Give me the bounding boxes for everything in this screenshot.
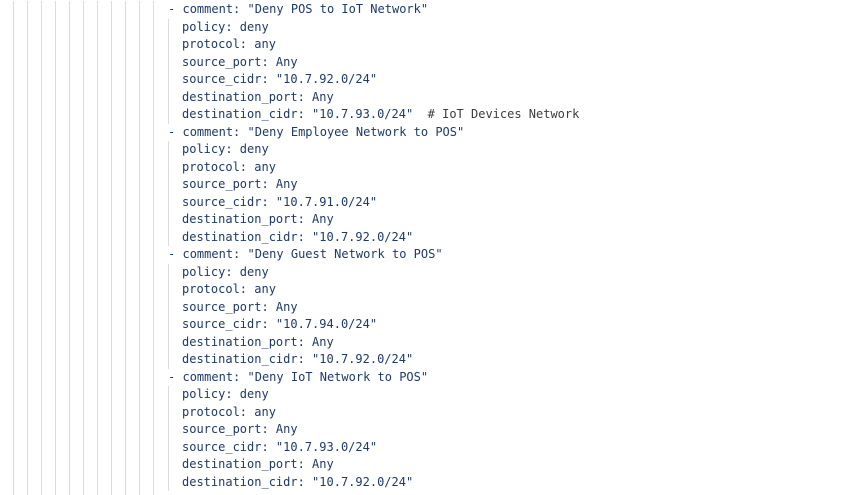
rule-destination-port-line[interactable]: destination_port: Any <box>182 457 334 471</box>
indent-guide <box>13 1 14 495</box>
yaml-comment: # IoT Devices Network <box>427 107 580 121</box>
rule-comment: comment: "Deny Guest Network to POS" <box>182 247 443 261</box>
rule-policy-line[interactable]: policy: deny <box>182 142 269 156</box>
rule-source-port-line[interactable]: source_port: Any <box>182 177 298 191</box>
indent-guide <box>168 263 169 369</box>
rule-policy-line[interactable]: policy: deny <box>182 19 269 34</box>
rule-comment-line[interactable]: - comment: "Deny Guest Network to POS" <box>168 246 443 264</box>
list-marker: - <box>168 369 176 384</box>
indent-guide <box>55 1 56 495</box>
indent-guide <box>153 1 154 495</box>
rule-source-port-line[interactable]: source_port: Any <box>182 299 298 314</box>
indent-guide <box>111 1 112 495</box>
rule-destination-cidr-line[interactable]: destination_cidr: "10.7.92.0/24" <box>182 474 414 489</box>
indent-guide <box>168 386 169 491</box>
indent-guide <box>125 1 126 495</box>
rule-comment: comment: "Deny IoT Network to POS" <box>182 369 429 384</box>
rule-source-cidr-line[interactable]: source_cidr: "10.7.94.0/24" <box>182 317 378 331</box>
rule-source-port-line[interactable]: source_port: Any <box>182 422 298 436</box>
indent-guide <box>69 1 70 495</box>
rule-policy-line[interactable]: policy: deny <box>182 264 269 279</box>
rule-source-cidr-line[interactable]: source_cidr: "10.7.92.0/24" <box>182 72 378 86</box>
list-marker: - <box>168 2 176 16</box>
rule-destination-cidr-line[interactable]: destination_cidr: "10.7.92.0/24" <box>182 229 414 244</box>
rule-source-cidr-line[interactable]: source_cidr: "10.7.91.0/24" <box>182 194 378 209</box>
rule-comment: comment: "Deny Employee Network to POS" <box>182 124 465 139</box>
indent-guide <box>139 1 140 495</box>
rule-protocol-line[interactable]: protocol: any <box>182 159 276 174</box>
rule-comment-line[interactable]: - comment: "Deny IoT Network to POS" <box>168 369 428 387</box>
rule-protocol-line[interactable]: protocol: any <box>182 282 276 296</box>
rule-protocol-line[interactable]: protocol: any <box>182 404 276 419</box>
rule-destination-port-line[interactable]: destination_port: Any <box>182 89 334 104</box>
indent-guide <box>168 18 169 124</box>
indent-guide <box>97 1 98 495</box>
rule-policy-line[interactable]: policy: deny <box>182 387 269 401</box>
rule-source-port-line[interactable]: source_port: Any <box>182 54 298 69</box>
indent-guide <box>41 1 42 495</box>
indent-guide <box>27 1 28 495</box>
rule-comment: comment: "Deny POS to IoT Network" <box>182 2 429 16</box>
rule-comment-line[interactable]: - comment: "Deny Employee Network to POS… <box>168 124 464 142</box>
rule-destination-port-line[interactable]: destination_port: Any <box>182 334 334 349</box>
rule-destination-cidr-line[interactable]: destination_cidr: "10.7.92.0/24" <box>182 352 414 366</box>
rule-protocol-line[interactable]: protocol: any <box>182 37 276 51</box>
indent-guide <box>168 141 169 246</box>
list-marker: - <box>168 124 176 139</box>
rule-source-cidr-line[interactable]: source_cidr: "10.7.93.0/24" <box>182 439 378 454</box>
destination-cidr-value: destination_cidr: "10.7.93.0/24" <box>182 107 414 121</box>
indent-guide <box>83 1 84 495</box>
list-marker: - <box>168 247 176 261</box>
rule-comment-line[interactable]: - comment: "Deny POS to IoT Network" <box>168 1 428 19</box>
rule-destination-cidr-line[interactable]: destination_cidr: "10.7.93.0/24" # IoT D… <box>182 106 579 124</box>
rule-destination-port-line[interactable]: destination_port: Any <box>182 212 334 226</box>
